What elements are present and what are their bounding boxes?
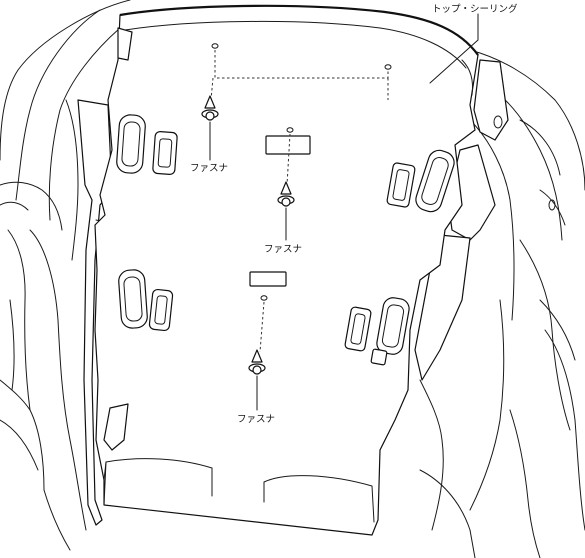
top-ceiling-panel — [94, 4, 479, 536]
label-fastener-1: ファスナ — [190, 163, 228, 174]
assembly-dash-lines — [210, 50, 389, 353]
fastener-clip-2 — [277, 181, 295, 241]
ceiling-pad-lower — [249, 271, 287, 287]
fastener-clip-1 — [201, 95, 219, 161]
label-fastener-2: ファスナ — [264, 244, 302, 255]
fastener-holes — [211, 43, 392, 301]
label-top-ceiling: トップ・シーリング — [432, 3, 518, 15]
left-cutouts — [103, 114, 178, 451]
ceiling-pad-upper — [265, 135, 311, 155]
label-fastener-3: ファスナ — [237, 414, 275, 425]
right-cutouts — [344, 149, 455, 366]
right-body-panel — [414, 49, 585, 558]
leader-top-ceiling — [429, 13, 479, 84]
fastener-clip-3 — [248, 349, 266, 411]
